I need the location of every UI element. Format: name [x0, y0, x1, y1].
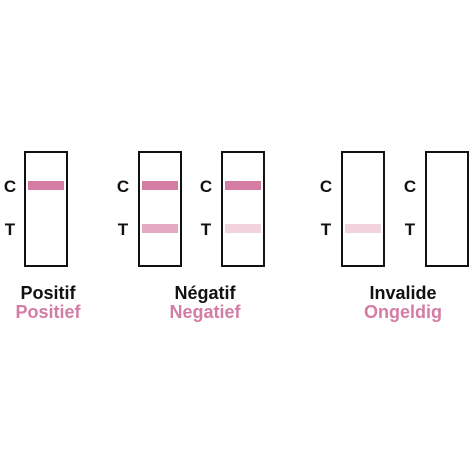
test-line-label: T [117, 220, 129, 239]
caption-invalid-nl: Ongeldig [364, 302, 442, 322]
test-band [345, 224, 381, 233]
caption-positive-fr: Positif [20, 283, 76, 303]
control-line-label: C [403, 177, 417, 196]
caption-positive-nl: Positief [15, 302, 81, 322]
test-line-label: T [200, 220, 212, 239]
test-line-label: T [320, 220, 332, 239]
test-strip-positive [24, 151, 68, 267]
caption-negative-nl: Negatief [169, 302, 241, 322]
caption-negative-fr: Négatif [174, 283, 236, 303]
control-band [28, 181, 64, 190]
test-band [225, 224, 261, 233]
control-line-label: C [199, 177, 213, 196]
test-line-label: T [404, 220, 416, 239]
test-strip-negative-1 [138, 151, 182, 267]
test-band [142, 224, 178, 233]
control-line-label: C [116, 177, 130, 196]
control-line-label: C [3, 177, 17, 196]
control-band [225, 181, 261, 190]
control-band [142, 181, 178, 190]
test-strip-invalid-1 [341, 151, 385, 267]
caption-invalid-fr: Invalide [369, 283, 437, 303]
test-strip-invalid-2 [425, 151, 469, 267]
control-line-label: C [319, 177, 333, 196]
test-line-label: T [4, 220, 16, 239]
test-strip-negative-2 [221, 151, 265, 267]
